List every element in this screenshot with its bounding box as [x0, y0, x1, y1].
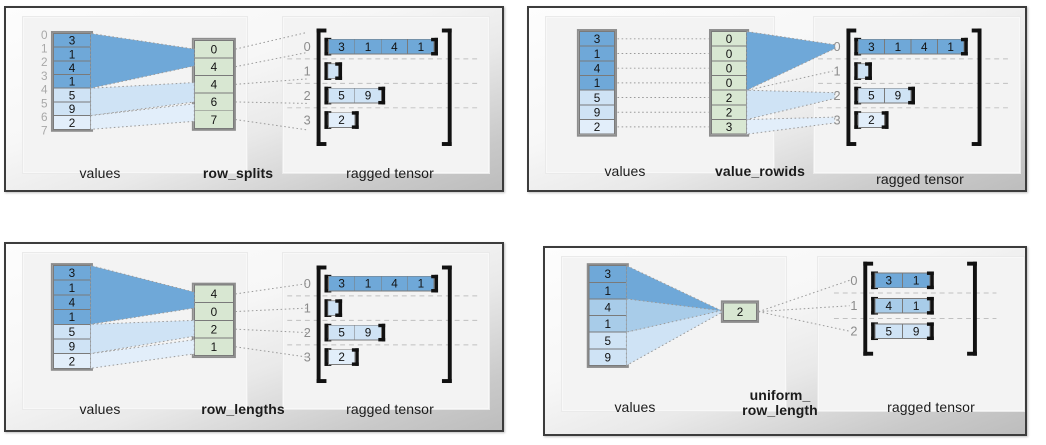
values-caption: values — [604, 163, 646, 179]
encoding-caption: row_lengths — [201, 401, 285, 417]
ragged-tensor-subpanel — [817, 256, 1025, 412]
encoding-caption: row_splits — [202, 165, 274, 181]
values-caption: values — [79, 165, 121, 181]
ragged-tensor-caption: ragged tensor — [887, 399, 975, 415]
ragged-tensor-caption: ragged tensor — [346, 401, 434, 417]
ragged-tensor-subpanel — [813, 16, 1021, 174]
ragged-tensor-subpanel — [282, 16, 490, 174]
encoding-caption: value_rowids — [715, 163, 805, 179]
ragged-tensor-caption: ragged tensor — [346, 165, 434, 181]
values-caption: values — [614, 399, 656, 415]
values-encoding-subpanel — [22, 16, 248, 174]
ragged-tensor-caption: ragged tensor — [876, 171, 964, 187]
values-encoding-subpanel — [22, 252, 248, 410]
values-encoding-subpanel — [545, 16, 775, 174]
ragged-tensor-subpanel — [282, 252, 490, 410]
encoding-caption: uniform_ row_length — [742, 387, 818, 419]
values-caption: values — [79, 401, 121, 417]
